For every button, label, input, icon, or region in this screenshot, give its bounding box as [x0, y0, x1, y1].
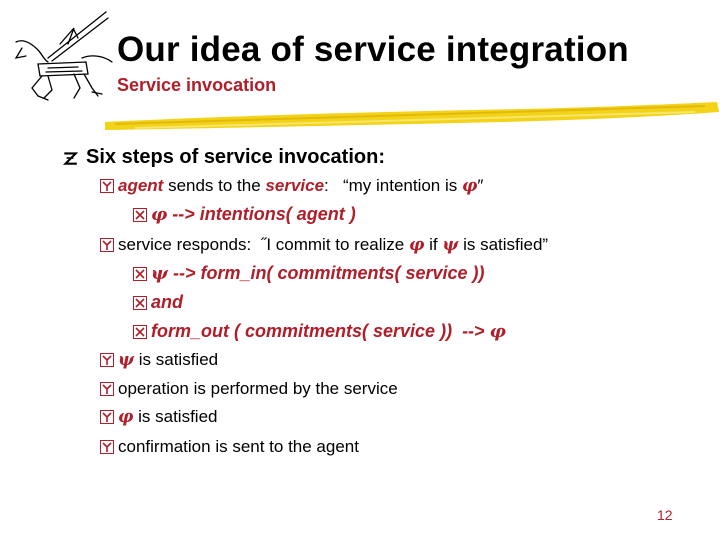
phi-symbol: φ: [489, 321, 506, 342]
step2-text-c: is satisfied”: [458, 235, 549, 254]
y-box-bullet-icon: [100, 353, 114, 367]
phi-symbol: φ: [408, 235, 425, 255]
phi-symbol: φ: [118, 407, 134, 427]
z-bullet-icon: [62, 151, 78, 165]
step2-text-b: if: [424, 235, 443, 254]
list-item-step3: ψ is satisfied: [100, 350, 218, 370]
list-item-step6: confirmation is sent to the agent: [100, 437, 359, 457]
x-box-bullet-icon: [133, 324, 147, 339]
list-item-step1-sub: φ --> intentions( agent ): [133, 204, 356, 225]
psi-symbol: ψ: [442, 235, 459, 255]
y-box-bullet-icon: [100, 382, 114, 396]
list-item-main: Six steps of service invocation:: [62, 146, 385, 169]
list-item-step4: operation is performed by the service: [100, 379, 398, 399]
step2-sub2-text: and: [151, 292, 184, 312]
slide-subtitle: Service invocation: [117, 75, 277, 95]
step6-text: confirmation is sent to the agent: [118, 437, 359, 456]
x-box-bullet-icon: [133, 266, 147, 281]
phi-symbol: φ: [461, 176, 478, 196]
step1-text-a: sends to the: [163, 176, 266, 195]
step1-sub-text: --> intentions( agent ): [167, 204, 356, 224]
y-box-bullet-icon: [100, 238, 114, 252]
x-box-bullet-icon: [133, 295, 147, 310]
x-box-bullet-icon: [133, 207, 147, 222]
list-item-step2-sub1: ψ --> form_in( commitments( service )): [133, 263, 485, 284]
list-item-step2-sub3: form_out ( commitments( service )) --> φ: [133, 321, 506, 342]
page-number: 12: [657, 507, 673, 523]
y-box-bullet-icon: [100, 410, 114, 424]
list-item-step2: service responds: ˝I commit to realize φ…: [100, 235, 548, 255]
yellow-brush-underline: [105, 102, 719, 130]
step5-text: is satisfied: [133, 407, 218, 426]
list-item-step2-sub2: and: [133, 292, 183, 313]
main-step-text: Six steps of service invocation:: [86, 146, 385, 168]
y-box-bullet-icon: [100, 440, 114, 454]
y-box-bullet-icon: [100, 179, 114, 193]
list-item-step5: φ is satisfied: [100, 407, 217, 427]
service-term: service: [265, 176, 325, 195]
psi-symbol: ψ: [151, 263, 168, 284]
step3-text: is satisfied: [134, 350, 219, 369]
step1-text-c: ″: [477, 176, 484, 195]
phi-symbol: φ: [151, 204, 168, 225]
quixote-sketch-logo: [14, 11, 113, 101]
step1-text-b: : “my intention is: [324, 176, 462, 195]
list-item-step1: agent sends to the service : “my intenti…: [100, 176, 483, 196]
step2-sub1-text: --> form_in( commitments( service )): [167, 263, 485, 283]
step2-sub3-text: form_out ( commitments( service )) -->: [151, 321, 490, 341]
psi-symbol: ψ: [118, 350, 135, 370]
step2-text-a: service responds: ˝I commit to realize: [118, 235, 409, 254]
step4-text: operation is performed by the service: [118, 379, 398, 398]
slide-title: Our idea of service integration: [117, 30, 629, 69]
agent-term: agent: [118, 176, 164, 195]
